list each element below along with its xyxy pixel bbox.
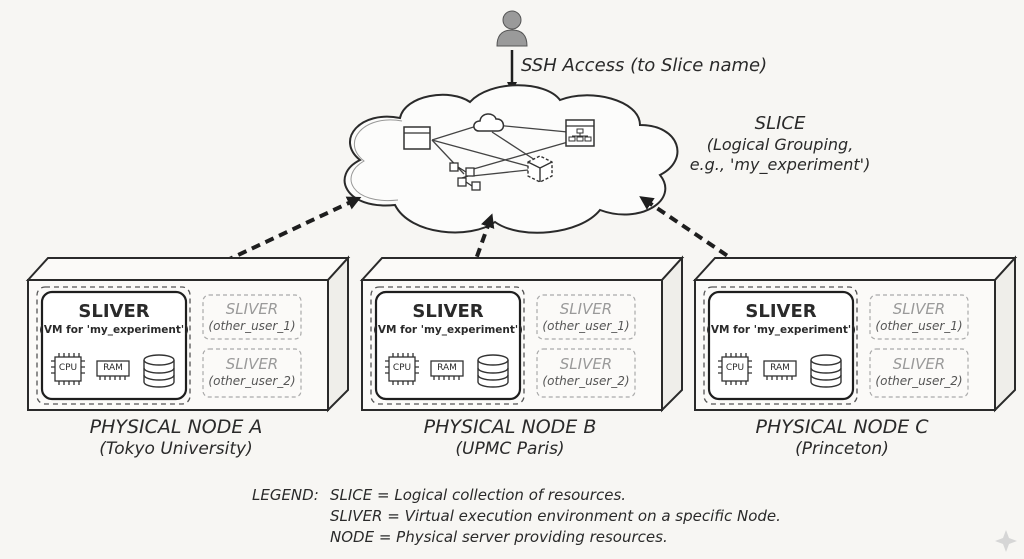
sliver-other1-box [869,294,969,340]
physical-node-a-box [25,255,351,413]
slice-title: SLICE [754,113,806,134]
sliver-other2-box [869,348,969,398]
node-c-name: PHYSICAL NODE C [755,416,929,438]
node-b-name: PHYSICAL NODE B [423,416,597,438]
legend-line-slice: SLICE = Logical collection of resources. [330,486,627,504]
sliver-other1-box [202,294,302,340]
node-c-location: (Princeton) [795,439,889,459]
sliver-dashed-border [370,286,525,405]
cpu-label: CPU [58,363,78,373]
sliver-other2-title: SLIVER [559,355,613,373]
sliver-other1-subtitle: (other_user_1) [542,319,630,333]
sliver-main-title: SLIVER [745,301,817,322]
sliver-other1-subtitle: (other_user_1) [875,319,963,333]
browser-window-icon [403,126,431,150]
physical-node-b-box [359,255,685,413]
storage-disk-icon [143,354,175,388]
sliver-other2-subtitle: (other_user_2) [208,374,296,388]
legend-line-node: NODE = Physical server providing resourc… [330,528,668,546]
node-a-location: (Tokyo University) [99,439,253,459]
ram-label: RAM [770,363,790,373]
cloud-icon [473,113,505,132]
physical-node-c-box [692,255,1018,413]
sliver-other1-title: SLIVER [559,300,613,318]
node-a-name: PHYSICAL NODE A [89,416,263,438]
sliver-main-title: SLIVER [78,301,150,322]
sliver-other1-title: SLIVER [892,300,946,318]
sliver-dashed-border [36,286,191,405]
ssh-access-label: SSH Access (to Slice name) [521,55,768,76]
storage-disk-icon [810,354,842,388]
ram-label: RAM [103,363,123,373]
cpu-chip-icon [385,353,419,385]
ram-module-icon [430,360,464,380]
slice-network-lines [431,124,579,177]
sliver-other2-box [536,348,636,398]
network-hierarchy-icon [565,119,595,147]
sliver-main-subtitle: (VM for 'my_experiment') [39,324,189,336]
cpu-label: CPU [725,363,745,373]
sliver-other1-title: SLIVER [225,300,279,318]
ram-label: RAM [437,363,457,373]
storage-disk-icon [477,354,509,388]
legend-line-sliver: SLIVER = Virtual execution environment o… [330,507,781,525]
sparkle-icon [995,530,1017,552]
sliver-other1-box [536,294,636,340]
sliver-other1-subtitle: (other_user_1) [208,319,296,333]
node-graph-icon [449,162,481,191]
sliver-other2-title: SLIVER [225,355,279,373]
legend-prefix: LEGEND: [252,486,319,504]
slice-cloud [343,84,679,234]
cpu-chip-icon [718,353,752,385]
slice-desc-line2: e.g., 'my_experiment') [689,155,871,174]
cpu-chip-icon [51,353,85,385]
sliver-other2-subtitle: (other_user_2) [542,374,630,388]
ram-module-icon [763,360,797,380]
sliver-main-title: SLIVER [412,301,484,322]
sliver-dashed-border [703,286,858,405]
slice-desc-line1: (Logical Grouping, [706,135,854,154]
sliver-other2-box [202,348,302,398]
sliver-main-subtitle: (VM for 'my_experiment') [706,324,856,336]
link-arrow-slice-node-c [639,196,781,292]
ram-module-icon [96,360,130,380]
node-b-location: (UPMC Paris) [455,439,565,459]
sliver-other2-title: SLIVER [892,355,946,373]
user-icon [496,10,528,47]
sliver-main-subtitle: (VM for 'my_experiment') [373,324,523,336]
sliver-other2-subtitle: (other_user_2) [875,374,963,388]
cube-icon [527,155,553,183]
cpu-label: CPU [392,363,412,373]
